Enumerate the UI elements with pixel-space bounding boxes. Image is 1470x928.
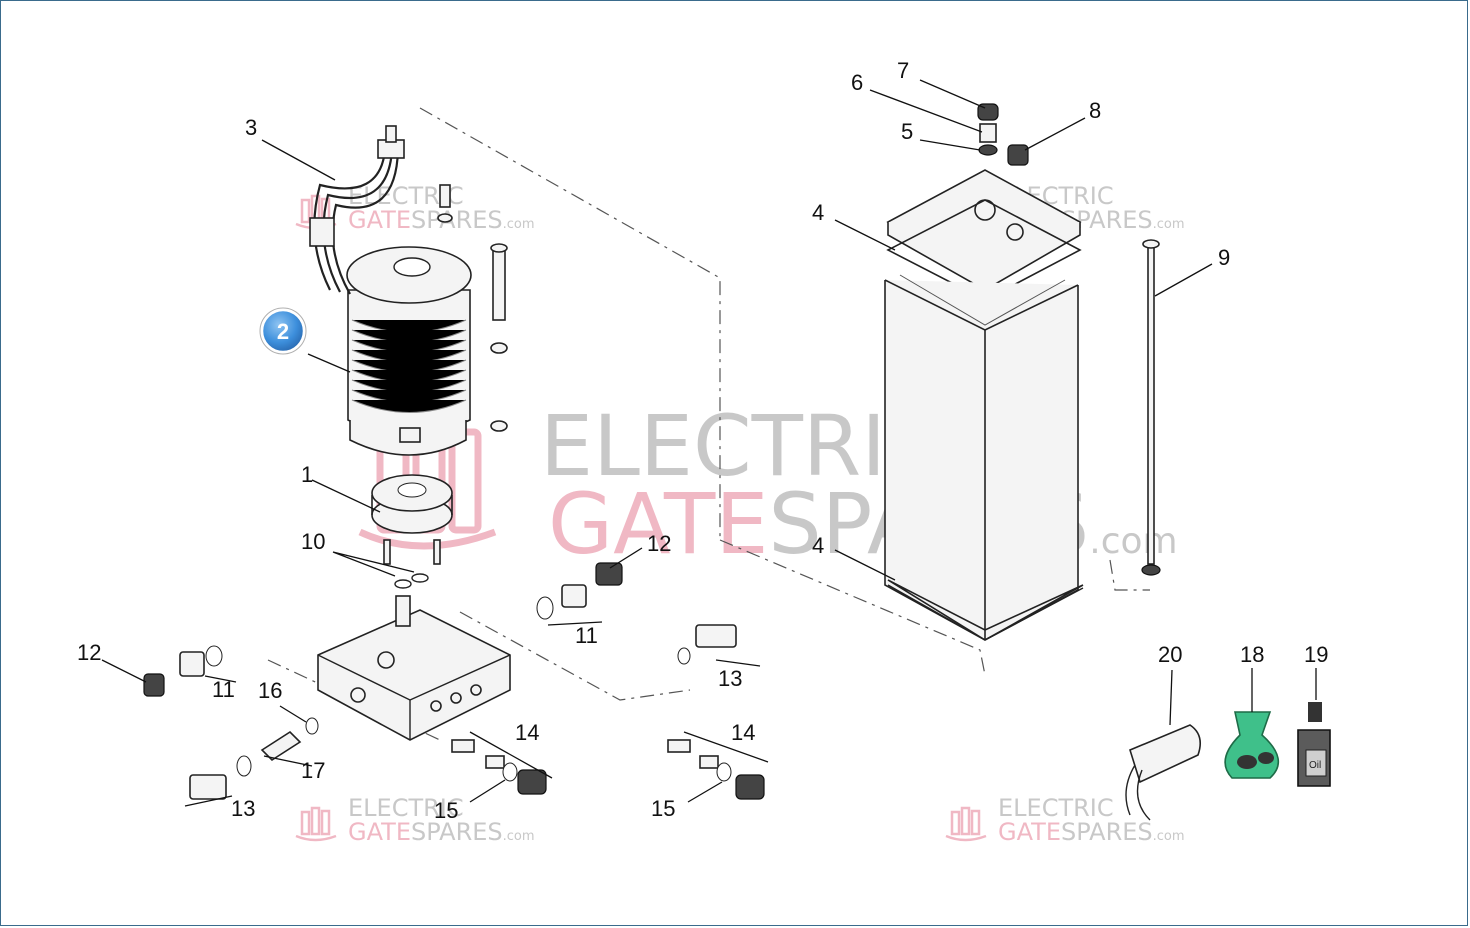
badge-number: 2 xyxy=(277,319,289,344)
o-rings-part-10[interactable] xyxy=(394,573,429,589)
valve-part-13-right[interactable] xyxy=(677,624,737,665)
watermark-suffix: .com xyxy=(1153,217,1185,232)
pump-part[interactable] xyxy=(371,474,453,565)
callout-6: 6 xyxy=(851,70,863,95)
callout-14-right: 14 xyxy=(731,720,755,745)
callout-13-right: 13 xyxy=(718,666,742,691)
tie-rod-part-9[interactable] xyxy=(1141,239,1161,576)
callout-1: 1 xyxy=(301,462,313,487)
plug-part-12-right[interactable] xyxy=(595,562,623,586)
watermark-suffix: .com xyxy=(503,217,535,232)
watermark-line1: ELECTRIC xyxy=(348,794,464,822)
check-valve-part-14-15-right[interactable] xyxy=(667,739,765,800)
motor-cable-part[interactable] xyxy=(309,125,405,295)
plug-part-12-left[interactable] xyxy=(143,673,165,697)
callout-12-right: 12 xyxy=(647,531,671,556)
callout-12-left: 12 xyxy=(77,640,101,665)
seal-kit-bag-part-18[interactable] xyxy=(1224,711,1280,779)
watermark-suffix: .com xyxy=(503,829,535,844)
manifold-block-part[interactable] xyxy=(317,595,511,741)
plug-part-8[interactable] xyxy=(1007,144,1029,166)
watermark-gray: SPARES xyxy=(1061,818,1153,846)
watermark-gray: SPARES xyxy=(411,818,503,846)
callout-4-top: 4 xyxy=(812,200,824,225)
callout-5: 5 xyxy=(901,119,913,144)
watermark-line2: GATESPARES.com xyxy=(348,818,535,846)
long-bolt-motor[interactable] xyxy=(490,243,508,432)
callout-17: 17 xyxy=(301,758,325,783)
capacitor-part-20[interactable] xyxy=(1125,724,1201,821)
callout-3: 3 xyxy=(245,115,257,140)
watermark-red: GATE xyxy=(348,818,411,846)
callout-9: 9 xyxy=(1218,245,1230,270)
watermark-line2: GATESPARES.com xyxy=(998,818,1185,846)
oil-bottle-label: Oil xyxy=(1309,760,1321,771)
watermark-red: GATE xyxy=(548,475,768,573)
callout-11-right: 11 xyxy=(575,623,598,648)
watermark-line1: ELECTRIC xyxy=(998,794,1114,822)
watermark-logo-icon xyxy=(295,806,337,842)
bolt-small-top[interactable] xyxy=(437,184,453,223)
fill-plug-part-7[interactable] xyxy=(977,103,999,121)
watermark-gray: SPARES xyxy=(411,206,503,234)
callout-8: 8 xyxy=(1089,98,1101,123)
breather-part-6[interactable] xyxy=(979,123,997,143)
valve-part-17[interactable] xyxy=(260,717,319,762)
callout-20: 20 xyxy=(1158,642,1182,667)
valve-part-13-left[interactable] xyxy=(189,755,252,800)
callout-7: 7 xyxy=(897,58,909,83)
seal-part-5[interactable] xyxy=(978,144,998,156)
callout-labels: 1 3 4 4 5 6 7 8 9 10 11 11 12 12 13 13 1… xyxy=(77,58,1328,823)
watermark-small-bottom-left: ELECTRIC GATESPARES.com xyxy=(295,794,535,846)
callout-10: 10 xyxy=(301,529,325,554)
valve-part-11-right[interactable] xyxy=(536,584,587,620)
callout-11-left: 11 xyxy=(212,677,235,702)
callout-13-left: 13 xyxy=(231,796,255,821)
callout-16: 16 xyxy=(258,678,282,703)
tank-lid-part[interactable] xyxy=(886,169,1082,291)
watermark-small-bottom-right: ELECTRIC GATESPARES.com xyxy=(945,794,1185,846)
watermark-suffix: .com xyxy=(1089,521,1177,562)
oil-bottle-part-19[interactable]: Oil xyxy=(1297,702,1331,787)
callout-15-left: 15 xyxy=(434,798,458,823)
watermark-red: GATE xyxy=(998,818,1061,846)
leader-lines xyxy=(101,79,1317,807)
callout-15-right: 15 xyxy=(651,796,675,821)
watermark-line2: GATESPARES.com xyxy=(348,206,535,234)
callout-19: 19 xyxy=(1304,642,1328,667)
callout-14-left: 14 xyxy=(515,720,539,745)
gasket-bottom-part-4[interactable] xyxy=(887,579,1084,641)
tank-body-part[interactable] xyxy=(884,274,1079,641)
watermark-logo-icon xyxy=(945,806,987,842)
valve-part-11-left[interactable] xyxy=(179,645,223,677)
watermark-red: GATE xyxy=(348,206,411,234)
watermark-suffix: .com xyxy=(1153,829,1185,844)
highlight-badge-part-2[interactable]: 2 xyxy=(259,307,307,355)
callout-4-bottom: 4 xyxy=(812,533,824,558)
watermark-line1: ELECTRIC xyxy=(540,397,945,495)
callout-18: 18 xyxy=(1240,642,1264,667)
motor-part[interactable] xyxy=(346,246,472,456)
watermark-line2: GATESPARES.com xyxy=(548,475,1178,573)
check-valve-part-14-15-left[interactable] xyxy=(451,739,547,795)
